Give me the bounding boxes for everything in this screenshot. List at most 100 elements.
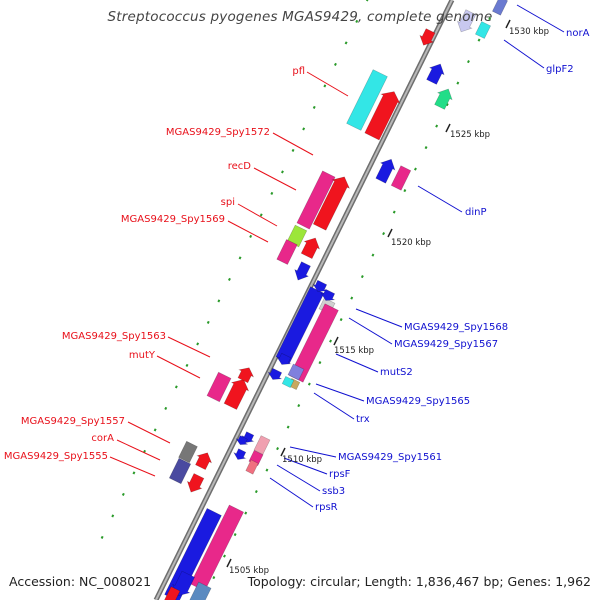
gene-feature-blue-1570[interactable]: [294, 261, 311, 281]
gene-label-mgas9429-spy1565[interactable]: MGAS9429_Spy1565: [366, 396, 470, 407]
gene-label-mgas9429-spy1555[interactable]: MGAS9429_Spy1555: [4, 451, 108, 462]
gene-feature-trx[interactable]: [281, 375, 295, 389]
tick-mark: [212, 576, 216, 580]
gene-feature-blue-top[interactable]: [491, 0, 509, 16]
tick-mark: [233, 533, 237, 537]
gene-label-rpsf[interactable]: rpsF: [329, 469, 351, 480]
gene-label-pfl[interactable]: pfl: [292, 66, 305, 77]
gene-feature-lavender[interactable]: [456, 9, 477, 33]
leader-line: [289, 446, 337, 458]
gene-feature-cora[interactable]: [195, 452, 213, 471]
gene-label-mgas9429-spy1572[interactable]: MGAS9429_Spy1572: [166, 127, 270, 138]
leader-line: [269, 477, 314, 508]
gene-feature-glpf2[interactable]: [426, 63, 445, 85]
gene-feature-dinp-blue[interactable]: [375, 158, 396, 184]
gene-feature-blue-arrow-a[interactable]: [312, 279, 328, 292]
gene-label-recd[interactable]: recD: [228, 161, 252, 172]
tick-mark: [477, 38, 481, 42]
tick-mark: [291, 148, 295, 152]
tick-mark: [302, 127, 306, 131]
gene-feature-dinp-pink[interactable]: [390, 165, 412, 191]
tick-mark: [164, 406, 168, 410]
gene-feature-bottom-steel[interactable]: [189, 581, 212, 600]
gene-feature-pfl-red[interactable]: [364, 91, 401, 141]
gene-label-cora[interactable]: corA: [91, 433, 114, 444]
gene-feature-red-top[interactable]: [419, 28, 436, 46]
leader-line: [306, 71, 349, 97]
tick-mark: [339, 318, 343, 322]
tick-mark: [312, 105, 316, 109]
leader-line: [516, 4, 565, 33]
gene-feature-blue-arrow-d[interactable]: [276, 352, 292, 365]
tick-mark: [435, 124, 439, 128]
gene-feature-spy1555[interactable]: [168, 457, 192, 485]
kbp-label-1515: 1515 kbp: [334, 346, 374, 356]
tick-mark: [121, 492, 125, 496]
tick-mark: [185, 363, 189, 367]
tick-mark: [270, 191, 274, 195]
gene-feature-blue-1563[interactable]: [235, 435, 248, 445]
tick-mark: [259, 213, 263, 217]
gene-label-mgas9429-spy1569[interactable]: MGAS9429_Spy1569: [121, 214, 225, 225]
tick-mark: [344, 41, 348, 45]
gene-feature-muty[interactable]: [223, 379, 250, 410]
gene-feature-muts2[interactable]: [289, 303, 339, 383]
leader-line: [313, 392, 355, 420]
kbp-tick: [445, 123, 451, 133]
tick-mark: [100, 535, 104, 539]
gene-feature-recd[interactable]: [296, 170, 336, 230]
gene-feature-cyan-top[interactable]: [474, 21, 492, 39]
gene-label-mgas9429-spy1557[interactable]: MGAS9429_Spy1557: [21, 416, 125, 427]
kbp-label-1525: 1525 kbp: [450, 130, 490, 140]
gene-label-muts2[interactable]: mutS2: [380, 367, 413, 378]
gene-label-spi[interactable]: spi: [221, 197, 235, 208]
gene-feature-bottom-red[interactable]: [164, 586, 181, 600]
gene-feature-bottom-blue-a[interactable]: [164, 507, 222, 600]
gene-label-mgas9429-spy1567[interactable]: MGAS9429_Spy1567: [394, 339, 498, 350]
topology-summary: Topology: circular; Length: 1,836,467 bp…: [247, 574, 591, 589]
gene-feature-blue-arrow-c[interactable]: [267, 367, 283, 380]
leader-line: [348, 317, 393, 345]
tick-mark: [254, 490, 258, 494]
tick-mark: [334, 62, 337, 66]
gene-feature-rpsr[interactable]: [245, 459, 259, 475]
gene-label-mgas9429-spy1561[interactable]: MGAS9429_Spy1561: [338, 452, 442, 463]
gene-feature-spy1566[interactable]: [287, 363, 305, 381]
gene-label-mgas9429-spy1563[interactable]: MGAS9429_Spy1563: [62, 331, 166, 342]
gene-feature-spy1567-blue[interactable]: [275, 286, 325, 364]
gene-label-mgas9429-spy1568[interactable]: MGAS9429_Spy1568: [404, 322, 508, 333]
tick-mark: [132, 471, 136, 475]
gene-label-muty[interactable]: mutY: [129, 350, 156, 361]
tick-mark: [382, 232, 386, 236]
gene-feature-spy1561[interactable]: [253, 435, 271, 455]
leader-line: [237, 203, 278, 227]
gene-feature-green[interactable]: [434, 88, 453, 110]
gene-label-ssb3[interactable]: ssb3: [322, 486, 345, 497]
gene-label-trx[interactable]: trx: [356, 414, 370, 425]
gene-feature-spy1557[interactable]: [178, 440, 198, 464]
gene-label-rpsr[interactable]: rpsR: [315, 502, 338, 513]
gene-feature-spy1572[interactable]: [312, 176, 350, 231]
tick-mark: [329, 339, 332, 343]
tick-mark: [297, 404, 301, 408]
gene-feature-blue-arrow-b[interactable]: [320, 288, 336, 301]
kbp-tick: [226, 558, 232, 568]
gene-label-glpf2[interactable]: glpF2: [546, 64, 574, 75]
leader-line: [272, 132, 314, 156]
tick-mark: [424, 146, 428, 150]
gene-feature-pfl-cyan[interactable]: [346, 69, 388, 131]
gene-feature-spy1563[interactable]: [206, 371, 232, 403]
leader-line: [156, 355, 201, 379]
tick-mark: [365, 0, 369, 2]
tick-mark: [355, 19, 359, 23]
gene-feature-spy1569-pink[interactable]: [276, 239, 298, 265]
leader-line: [109, 456, 156, 477]
gene-feature-ssb3[interactable]: [233, 448, 247, 460]
tick-mark: [414, 167, 417, 171]
gene-feature-red-1554[interactable]: [186, 473, 205, 493]
gene-feature-spy1569-red[interactable]: [300, 237, 321, 260]
leader-line: [283, 457, 328, 475]
gene-label-nora[interactable]: norA: [566, 28, 590, 39]
gene-feature-red-1564[interactable]: [237, 367, 255, 384]
gene-label-dinp[interactable]: dinP: [465, 207, 487, 218]
